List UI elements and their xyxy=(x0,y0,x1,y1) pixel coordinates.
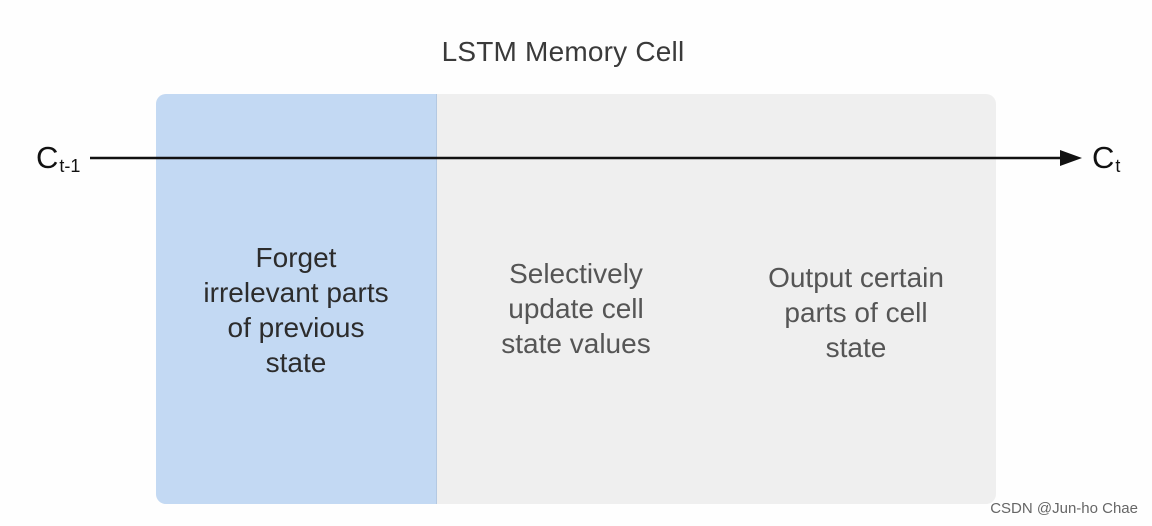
arrow-head-icon xyxy=(1060,150,1082,166)
forget-panel xyxy=(156,94,437,504)
output-step-text: Output certain parts of cell state xyxy=(768,262,944,363)
watermark: CSDN @Jun-ho Chae xyxy=(990,500,1138,517)
forget-step-text: Forget irrelevant parts of previous stat… xyxy=(203,242,389,378)
output-state-label: Ct xyxy=(1092,142,1120,175)
input-state-label: Ct-1 xyxy=(36,142,80,175)
output-state-base: C xyxy=(1092,140,1115,175)
input-state-base: C xyxy=(36,140,59,175)
output-state-subscript: t xyxy=(1115,156,1121,176)
diagram-title: LSTM Memory Cell xyxy=(441,36,685,67)
update-step-text: Selectively update cell state values xyxy=(501,258,651,359)
input-state-subscript: t-1 xyxy=(59,156,81,176)
memory-cell-box xyxy=(156,94,996,504)
